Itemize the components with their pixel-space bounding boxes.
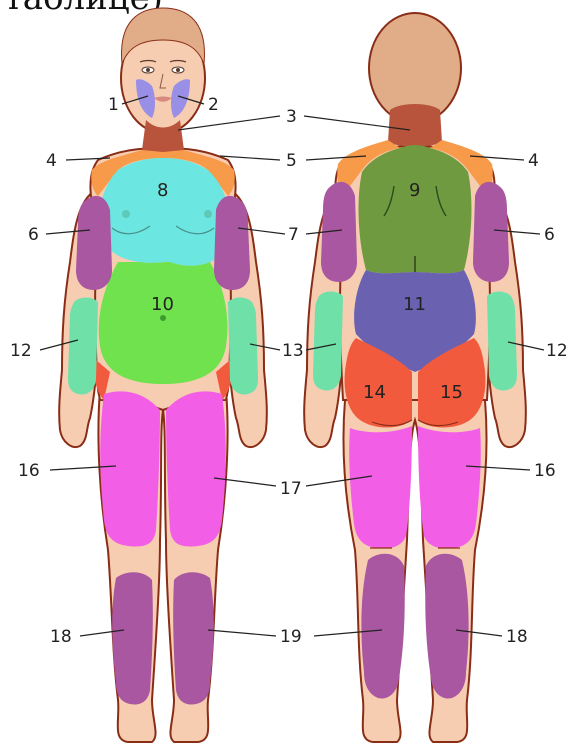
label-18-back: 18 [506,627,528,647]
zone-6-front-right-upper-arm [76,196,112,290]
label-15: 15 [440,382,463,403]
zone-19-front-left-shin [173,572,214,704]
label-19: 19 [280,627,302,647]
label-10: 10 [151,294,174,315]
label-16-front: 16 [18,461,40,481]
label-2: 2 [208,95,219,115]
label-12-front: 12 [10,341,32,361]
zone-12-front-right-forearm [68,298,98,395]
zone-13-front-left-forearm [228,298,258,395]
zone-12-back-right-forearm [313,292,343,391]
label-4-front: 4 [46,151,57,171]
label-8: 8 [157,180,168,201]
zone-6-back-left-upper-arm [473,182,509,282]
back-figure [304,13,526,742]
label-3: 3 [286,107,297,127]
zone-18-back-left-calf [425,554,468,699]
label-5: 5 [286,151,297,171]
label-6-back: 6 [544,225,555,245]
zone-16-back-right-thigh [349,426,412,549]
label-12-back: 12 [546,341,568,361]
zone-18-front-right-shin [112,572,153,704]
label-17: 17 [280,479,302,499]
zone-7-front-left-upper-arm [214,196,250,290]
label-1: 1 [108,95,119,115]
zone-3-back-neck [388,104,442,147]
zone-10-abdomen [99,262,228,384]
label-6-front: 6 [28,225,39,245]
zone-16-front-right-thigh [100,391,160,546]
label-13: 13 [282,341,304,361]
label-18-front: 18 [50,627,72,647]
label-4-back: 4 [528,151,539,171]
label-11: 11 [403,294,426,315]
label-9: 9 [409,180,420,201]
zone-17-front-left-thigh [166,391,226,546]
zone-18-back-right-calf [361,554,404,699]
zone-12-back-left-forearm [487,292,517,391]
label-14: 14 [363,382,386,403]
label-16-back: 16 [534,461,556,481]
zone-9-upper-back [359,145,472,273]
zone-16-back-left-thigh [418,426,481,549]
label-7: 7 [288,225,299,245]
